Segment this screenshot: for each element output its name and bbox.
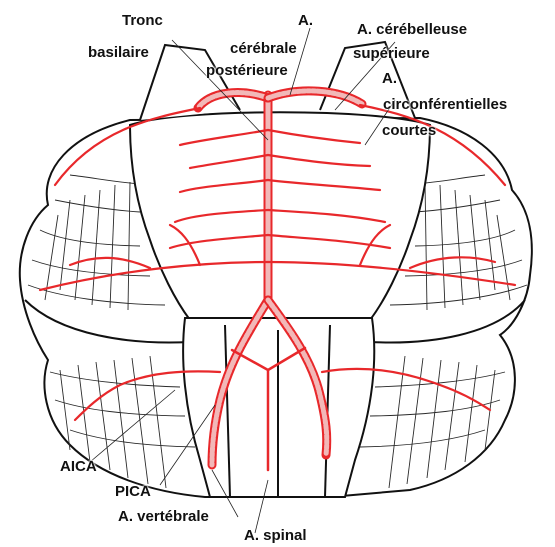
label-tronc-basilaire-line1: Tronc [122,12,163,29]
label-acp-line2: cérébrale [230,40,297,57]
label-acp-line1: A. [298,12,313,29]
label-vertebrale: A. vertébrale [118,508,209,525]
label-sca-line1: A. cérébelleuse [357,21,467,38]
label-circ-line1: A. [382,70,397,87]
label-circ-line2: circonférentielles [383,96,507,113]
label-acp-line3: postérieure [206,62,288,79]
brainstem-pons [130,112,430,320]
label-pica: PICA [115,483,151,500]
label-circ-line3: courtes [382,122,436,139]
label-spinal: A. spinal [244,527,307,544]
label-aica: AICA [60,458,97,475]
label-tronc-basilaire-line2: basilaire [88,44,149,61]
label-sca-line2: supérieure [353,45,430,62]
